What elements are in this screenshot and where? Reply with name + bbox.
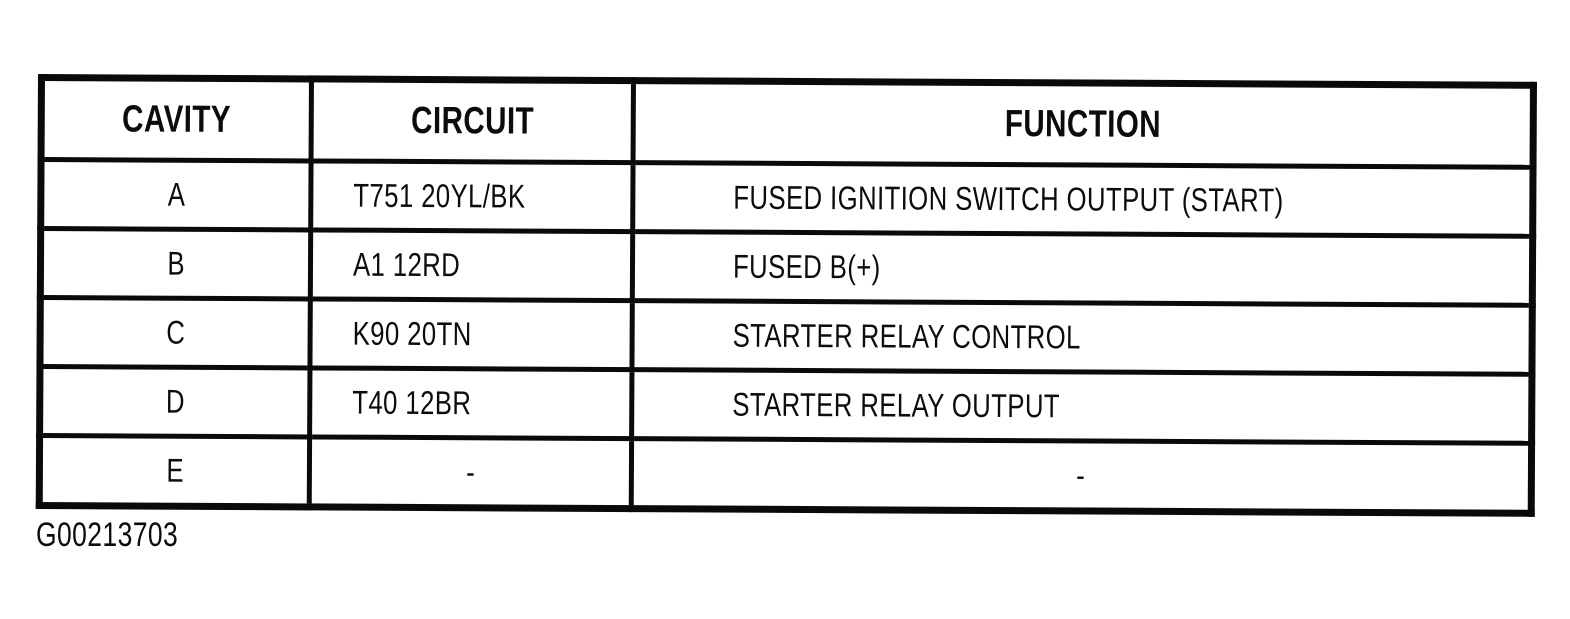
table-row-d: D T40 12BR STARTER RELAY OUTPUT (39, 366, 1532, 444)
cavity-value: C (166, 313, 186, 351)
cavity-value: B (167, 244, 185, 282)
cavity-cell: D (39, 366, 310, 437)
circuit-cell: T40 12BR (309, 367, 632, 439)
connector-pinout-table: CAVITY CIRCUIT FUNCTION A T751 20YL/BK F… (35, 74, 1537, 517)
cavity-cell: A (40, 159, 312, 230)
column-header-function-label: FUNCTION (1004, 102, 1161, 146)
circuit-cell: - (309, 436, 632, 509)
function-cell: - (631, 438, 1532, 514)
cavity-value: E (166, 451, 184, 489)
function-cell: STARTER RELAY CONTROL (631, 300, 1533, 375)
column-header-function: FUNCTION (633, 80, 1534, 168)
circuit-value: T40 12BR (352, 383, 472, 422)
function-cell: FUSED IGNITION SWITCH OUTPUT (START) (632, 162, 1534, 237)
column-header-cavity: CAVITY (41, 77, 312, 161)
header-row: CAVITY CIRCUIT FUNCTION (41, 77, 1534, 168)
circuit-value: K90 20TN (352, 314, 472, 353)
circuit-cell: K90 20TN (309, 298, 633, 370)
column-header-cavity-label: CAVITY (122, 97, 232, 141)
circuit-value: A1 12RD (352, 245, 461, 284)
function-value: STARTER RELAY CONTROL (732, 316, 1081, 356)
figure-id-label: G00213703 (36, 516, 218, 554)
function-cell: FUSED B(+) (632, 231, 1533, 306)
circuit-cell: A1 12RD (310, 229, 633, 301)
column-header-circuit-label: CIRCUIT (410, 99, 534, 143)
scanned-table-region: CAVITY CIRCUIT FUNCTION A T751 20YL/BK F… (35, 74, 1537, 517)
cavity-cell: C (39, 297, 311, 368)
cavity-value: D (165, 382, 185, 420)
table-row-a: A T751 20YL/BK FUSED IGNITION SWITCH OUT… (40, 159, 1534, 237)
function-value: FUSED B(+) (732, 247, 881, 286)
cavity-value: A (167, 175, 186, 213)
table-row-e: E - - (39, 435, 1532, 514)
table-row-c: C K90 20TN STARTER RELAY CONTROL (39, 297, 1533, 375)
figure-id-text: G00213703 (36, 516, 179, 554)
table-body: A T751 20YL/BK FUSED IGNITION SWITCH OUT… (39, 159, 1534, 514)
circuit-cell: T751 20YL/BK (310, 160, 634, 232)
function-value: - (1076, 456, 1086, 494)
cavity-cell: B (40, 228, 311, 299)
cavity-cell: E (39, 435, 310, 507)
table-header: CAVITY CIRCUIT FUNCTION (41, 77, 1534, 168)
circuit-value: - (465, 453, 476, 491)
column-header-circuit: CIRCUIT (311, 78, 634, 163)
circuit-value: T751 20YL/BK (353, 176, 526, 215)
table-row-b: B A1 12RD FUSED B(+) (40, 228, 1533, 306)
function-cell: STARTER RELAY OUTPUT (631, 369, 1532, 444)
function-value: STARTER RELAY OUTPUT (732, 385, 1061, 425)
function-value: FUSED IGNITION SWITCH OUTPUT (START) (733, 178, 1284, 219)
